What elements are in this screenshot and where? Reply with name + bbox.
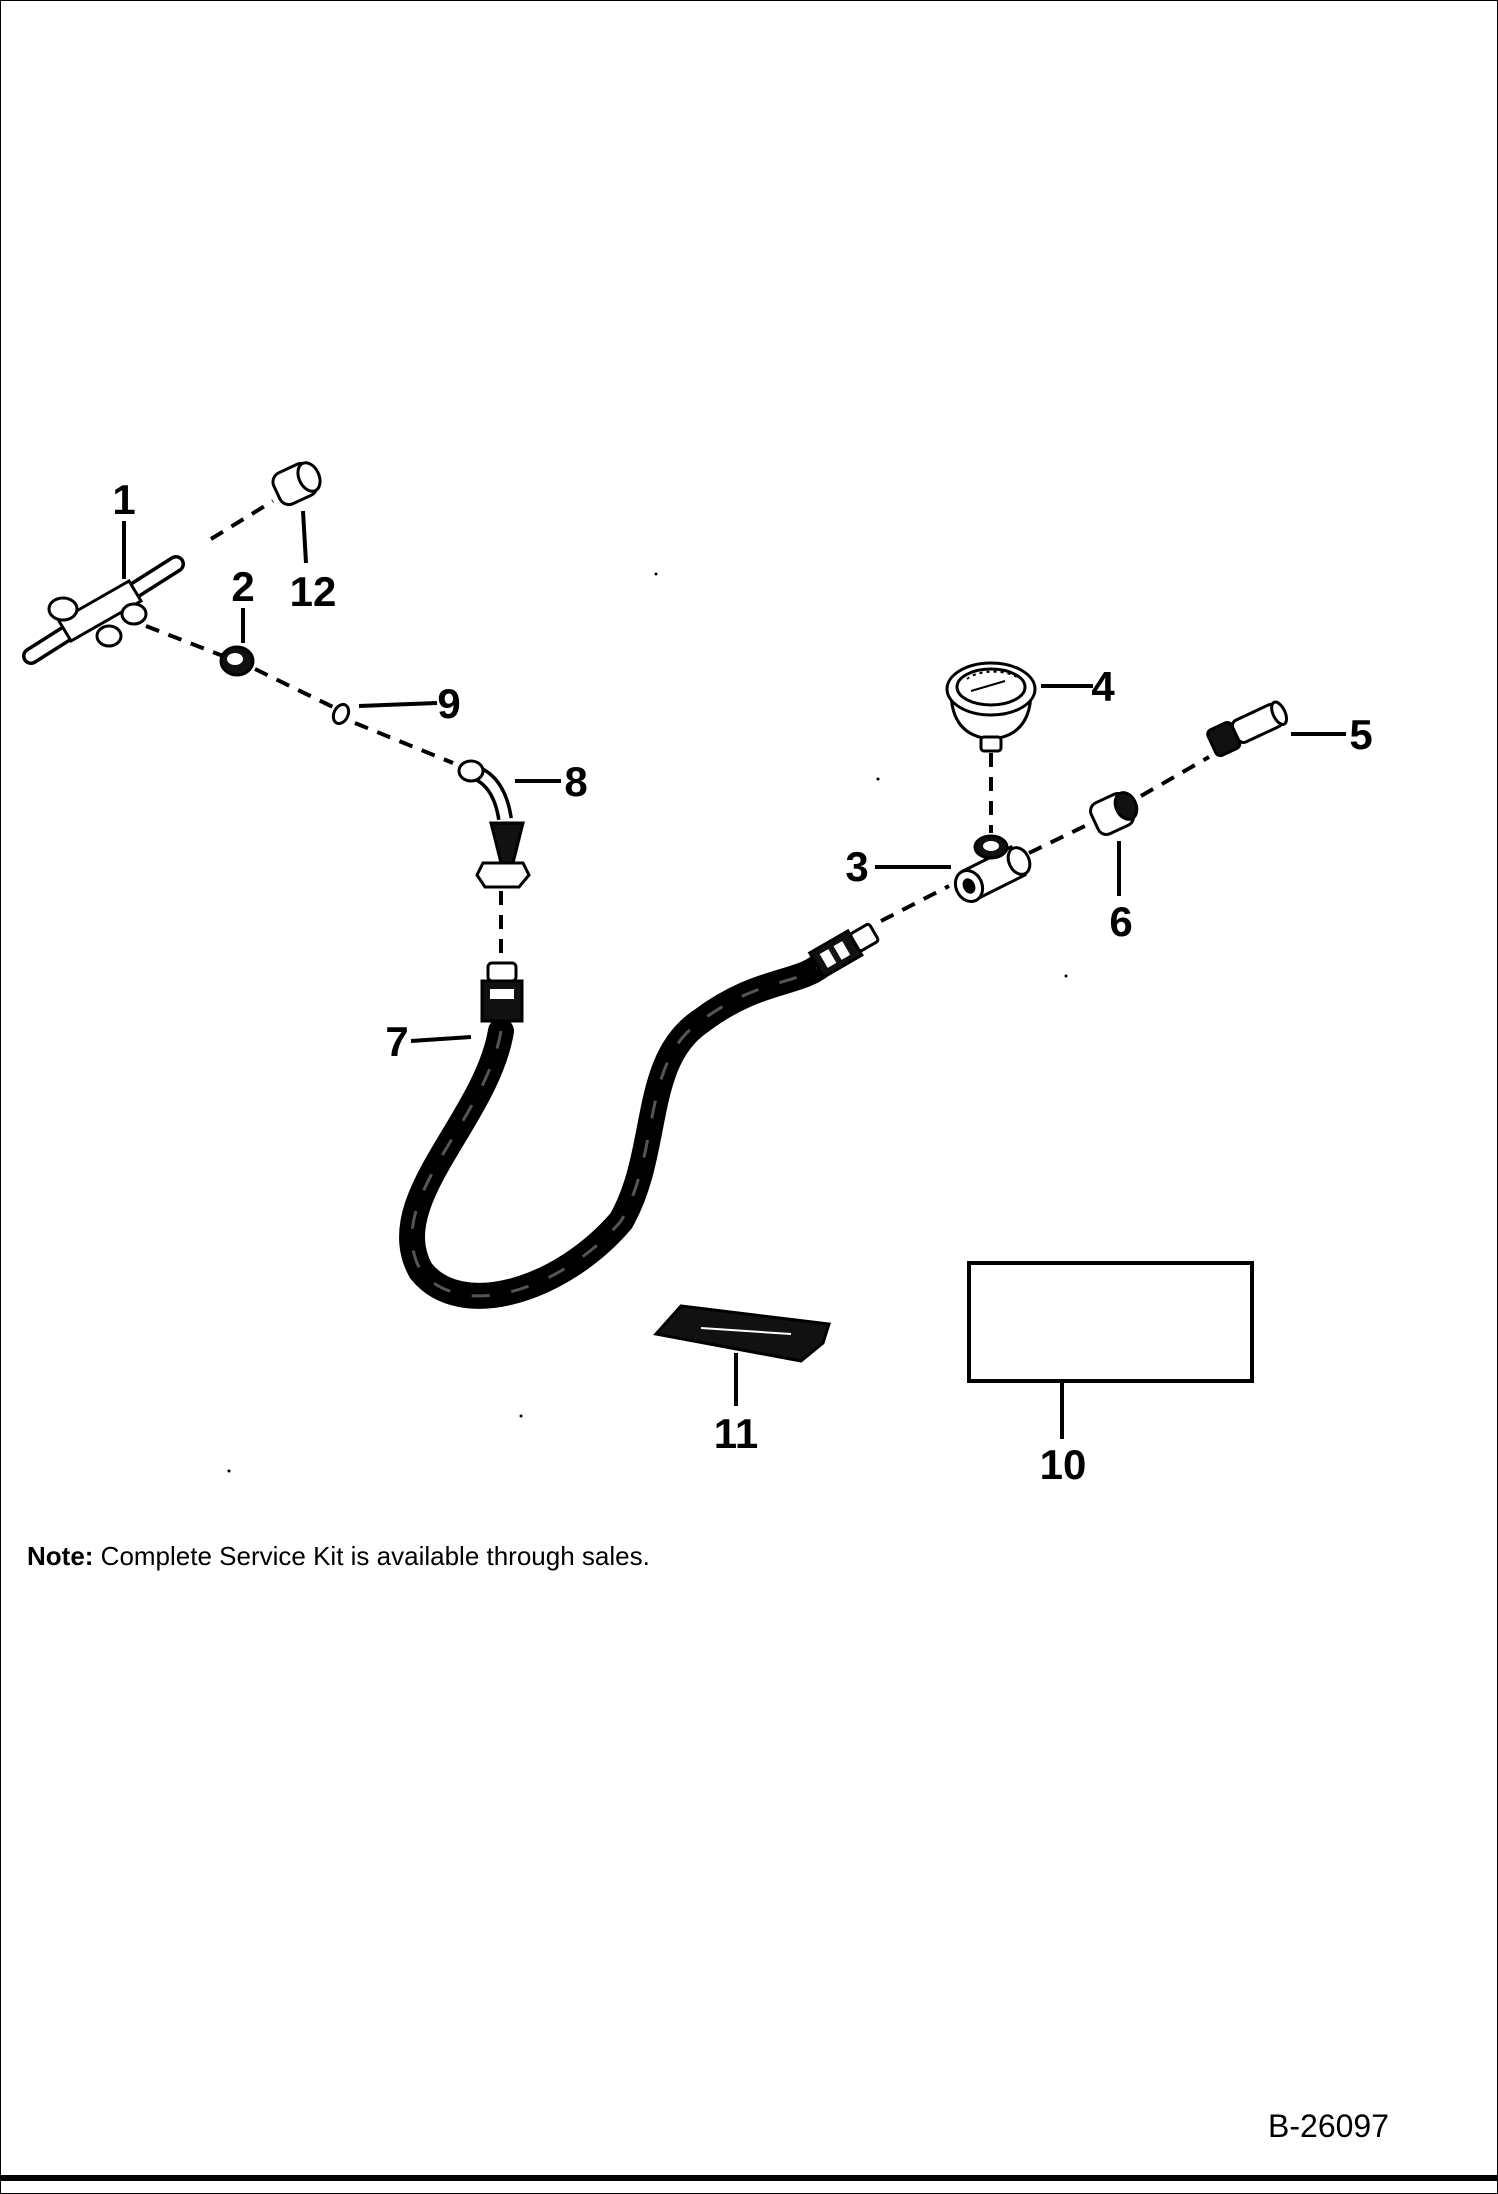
- part-7-hose: [399, 922, 880, 1309]
- service-kit-note: Note: Complete Service Kit is available …: [27, 1541, 650, 1572]
- note-label: Note:: [27, 1541, 94, 1571]
- assembly-line-1-12: [209, 499, 275, 541]
- part-4-gauge: [945, 661, 1037, 753]
- leader-12: [301, 510, 308, 564]
- assembly-line-2-9: [254, 667, 334, 709]
- callout-11: 11: [714, 1410, 758, 1457]
- part-8-elbow-tube: [457, 759, 531, 889]
- callout-8: 8: [564, 758, 587, 805]
- callout-12: 12: [290, 568, 337, 615]
- callout-6: 6: [1109, 898, 1132, 945]
- assembly-line-9-8: [354, 721, 454, 765]
- part-10-instruction-card: [967, 1261, 1254, 1383]
- callout-4: 4: [1091, 663, 1115, 710]
- assembly-line-3-6: [1028, 823, 1088, 855]
- callout-10: 10: [1040, 1441, 1087, 1488]
- callout-7: 7: [385, 1018, 408, 1065]
- part-1-tee-block: [22, 555, 185, 665]
- callout-1: 1: [112, 476, 135, 523]
- part-11-decal: [653, 1304, 831, 1363]
- assembly-line-7-3: [880, 884, 950, 923]
- note-text: Complete Service Kit is available throug…: [93, 1541, 650, 1571]
- part-6-adapter: [1089, 791, 1139, 836]
- bottom-rule: [1, 2175, 1497, 2181]
- part-12-adapter: [271, 461, 322, 507]
- part-9-o-ring: [331, 702, 351, 726]
- leader-9: [358, 701, 438, 708]
- assembly-line-1-2: [145, 624, 224, 658]
- callout-5: 5: [1349, 711, 1372, 758]
- callout-3: 3: [845, 843, 868, 890]
- assembly-line-6-5: [1140, 755, 1210, 798]
- leader-7: [410, 1035, 472, 1043]
- callout-2: 2: [231, 563, 254, 610]
- part-5-coupler: [1206, 700, 1289, 758]
- part-2-fitting: [219, 645, 255, 677]
- part-3-tee: [953, 834, 1032, 904]
- drawing-number: B-26097: [1268, 2108, 1389, 2144]
- callout-9: 9: [437, 680, 460, 727]
